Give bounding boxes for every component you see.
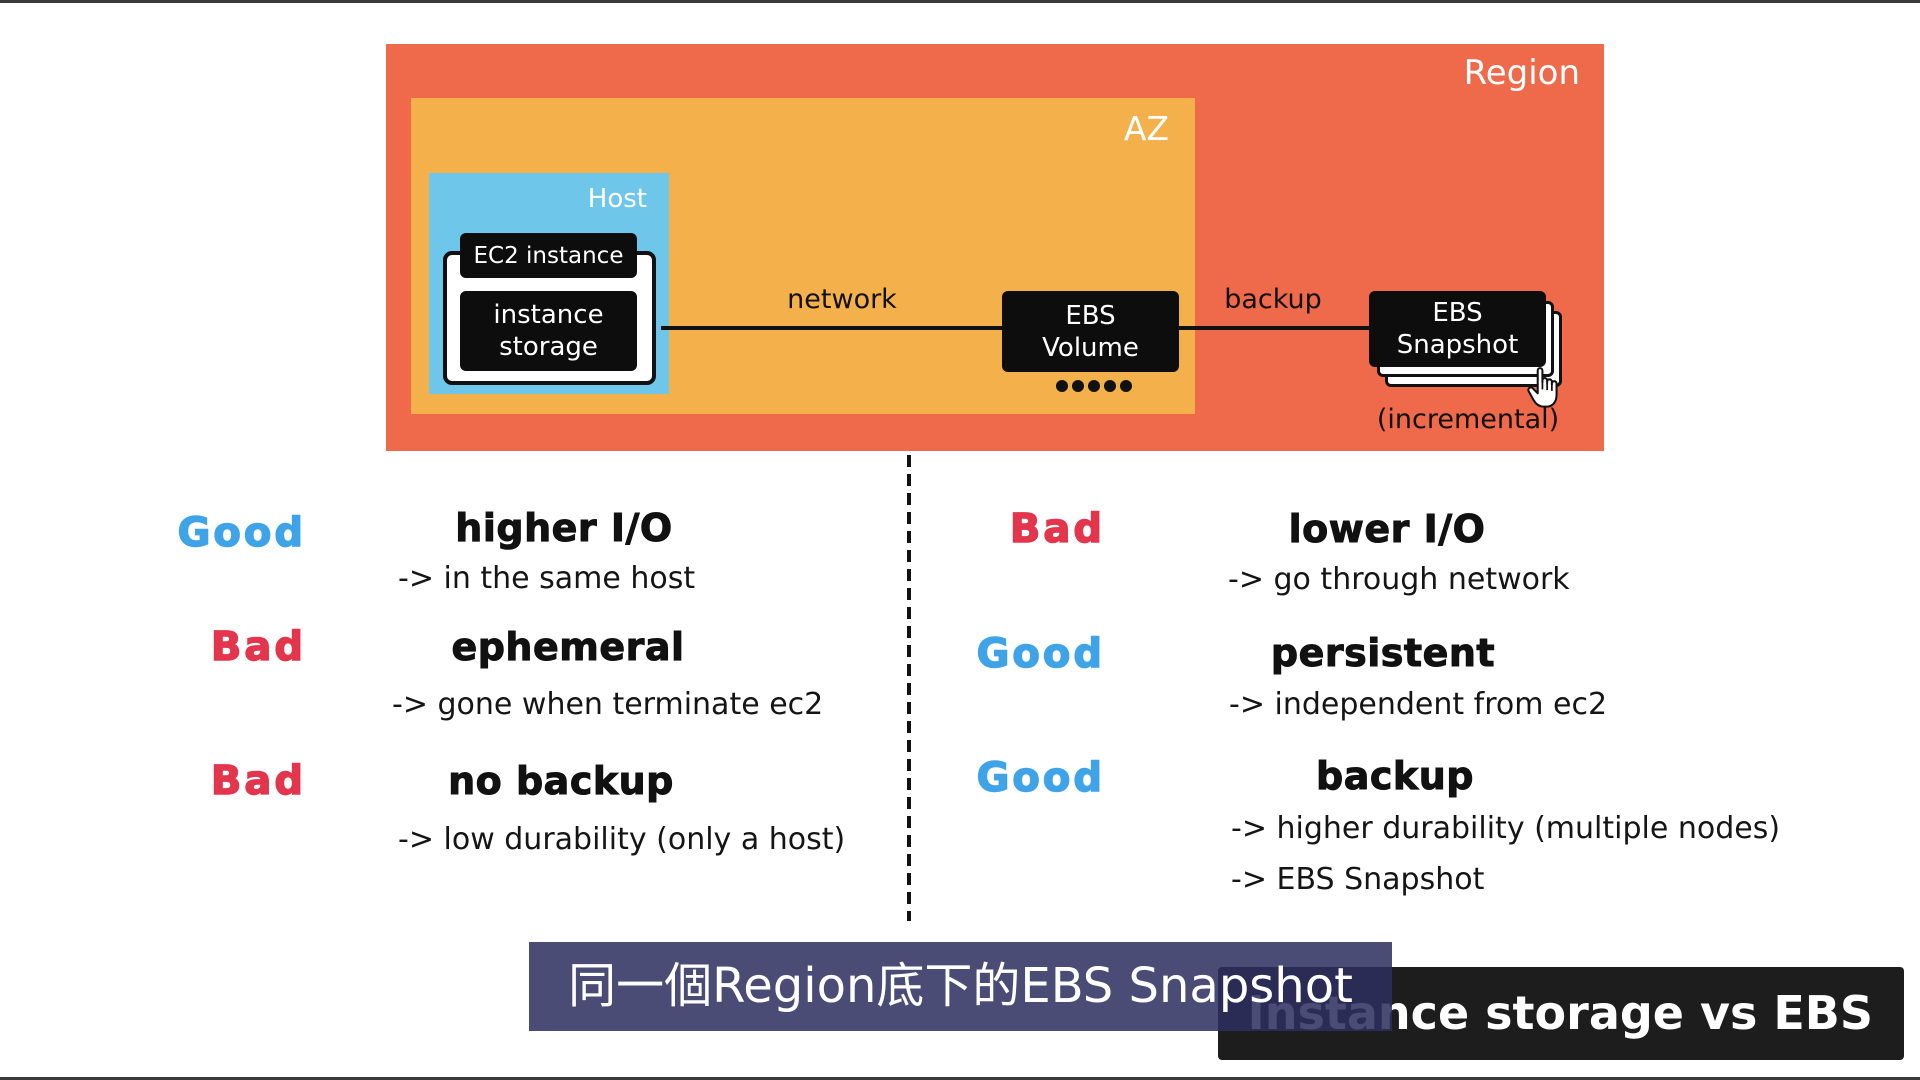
region-box: Region AZ Host EC2 instance instance sto… <box>386 44 1604 451</box>
az-label: AZ <box>1123 109 1169 148</box>
host-box: Host EC2 instance instance storage <box>429 173 669 394</box>
region-label: Region <box>1463 53 1580 93</box>
feature-title: no backup <box>448 759 674 804</box>
instance-storage-box: instance storage <box>460 291 637 371</box>
replica-dot <box>1104 380 1116 392</box>
ebs-snapshot-box: EBS Snapshot <box>1369 291 1546 367</box>
backup-connector <box>1179 326 1369 330</box>
instance-storage-line-1: instance <box>493 300 604 330</box>
hand-pointer-icon <box>1527 367 1558 408</box>
availability-zone-box: AZ Host EC2 instance instance storage <box>411 98 1195 414</box>
feature-title: ephemeral <box>451 625 685 670</box>
verdict-label: Good <box>976 754 1105 802</box>
verdict-label: Good <box>976 630 1105 678</box>
feature-detail: -> EBS Snapshot <box>1231 862 1485 897</box>
replica-dot <box>1120 380 1132 392</box>
ec2-instance-label: EC2 instance <box>460 233 637 278</box>
feature-title: lower I/O <box>1288 507 1486 552</box>
network-connector <box>661 326 1002 330</box>
feature-detail: -> go through network <box>1228 562 1570 597</box>
subtitle-text: 同一個Region底下的EBS Snapshot <box>568 958 1353 1014</box>
network-label: network <box>787 284 897 315</box>
verdict-label: Good <box>177 509 306 557</box>
feature-title: higher I/O <box>455 506 673 551</box>
feature-detail: -> gone when terminate ec2 <box>392 687 824 722</box>
feature-detail: -> higher durability (multiple nodes) <box>1231 811 1781 846</box>
verdict-label: Bad <box>210 757 306 805</box>
replica-dots-icon <box>1056 380 1132 392</box>
ec2-instance-text: EC2 instance <box>473 242 624 269</box>
replica-dot <box>1072 380 1084 392</box>
top-border <box>0 0 1920 3</box>
incremental-note: (incremental) <box>1376 404 1560 435</box>
verdict-label: Bad <box>1009 505 1105 553</box>
feature-title: backup <box>1316 754 1474 799</box>
ebs-volume-line-2: Volume <box>1042 332 1139 363</box>
ebs-volume-line-1: EBS <box>1065 300 1116 331</box>
replica-dot <box>1056 380 1068 392</box>
feature-title: persistent <box>1270 631 1496 676</box>
instance-storage-line-2: storage <box>499 332 598 362</box>
column-divider <box>907 455 911 921</box>
ebs-volume-box: EBS Volume <box>1002 291 1179 372</box>
bottom-border <box>0 1077 1920 1080</box>
backup-label: backup <box>1224 284 1322 315</box>
subtitle-caption: 同一個Region底下的EBS Snapshot <box>529 942 1392 1031</box>
feature-detail: -> low durability (only a host) <box>398 822 846 857</box>
ebs-snapshot-line-2: Snapshot <box>1396 330 1519 360</box>
feature-detail: -> in the same host <box>398 561 696 596</box>
verdict-label: Bad <box>210 623 306 671</box>
feature-detail: -> independent from ec2 <box>1229 687 1608 722</box>
replica-dot <box>1088 380 1100 392</box>
host-label: Host <box>587 184 647 214</box>
ebs-snapshot-line-1: EBS <box>1432 298 1483 328</box>
